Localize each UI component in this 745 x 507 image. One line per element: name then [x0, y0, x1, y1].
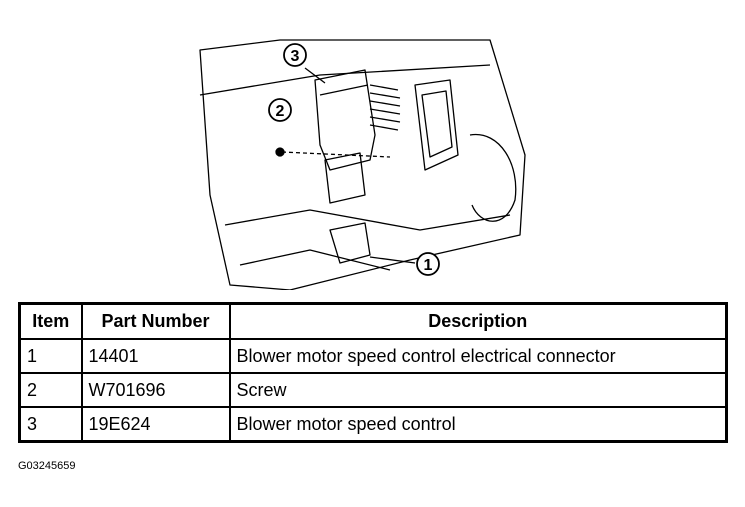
table-row: 1 14401 Blower motor speed control elect… [18, 338, 728, 374]
housing-inner-rib [239, 249, 391, 271]
cell-part-number: 19E624 [80, 406, 231, 443]
callout-1-label: 1 [424, 257, 433, 274]
table-row: 2 W701696 Screw [18, 372, 728, 408]
callout-3: 3 [283, 43, 307, 67]
speed-control-body [314, 69, 376, 171]
blower-wheel-housing [469, 133, 517, 222]
cell-description: Screw [228, 372, 728, 408]
callout-3-leader [304, 67, 326, 84]
figure-reference-id: G03245659 [18, 460, 76, 472]
cell-description: Blower motor speed control electrical co… [228, 338, 728, 374]
table-header-row: Item Part Number Description [18, 302, 728, 340]
screw-head [275, 147, 285, 157]
callout-2-label: 2 [276, 103, 285, 120]
callout-1: 1 [416, 252, 440, 276]
callout-2: 2 [268, 98, 292, 122]
callout-1-leader [369, 256, 416, 264]
cell-part-number: 14401 [80, 338, 231, 374]
blower-motor-illustration: 3 2 1 [199, 39, 526, 290]
header-description: Description [228, 302, 728, 340]
housing-lower-ledge [224, 209, 511, 231]
connector-block [324, 152, 366, 204]
cell-item: 2 [18, 372, 83, 408]
callout-3-label: 3 [291, 48, 300, 65]
connector-plug [329, 222, 371, 264]
housing-upper-edge [199, 64, 491, 96]
housing-outline [199, 39, 526, 290]
header-part-number: Part Number [80, 302, 231, 340]
header-item: Item [18, 302, 83, 340]
cell-part-number: W701696 [80, 372, 231, 408]
cell-item: 1 [18, 338, 83, 374]
speed-control-front [319, 84, 369, 96]
table-row: 3 19E624 Blower motor speed control [18, 406, 728, 443]
cell-description: Blower motor speed control [228, 406, 728, 443]
filter-box [414, 79, 459, 171]
parts-table: Item Part Number Description 1 14401 Blo… [18, 302, 728, 443]
filter-box-inner [421, 90, 453, 158]
speed-control-fins [369, 84, 401, 131]
cell-item: 3 [18, 406, 83, 443]
screw-leader [281, 151, 391, 158]
